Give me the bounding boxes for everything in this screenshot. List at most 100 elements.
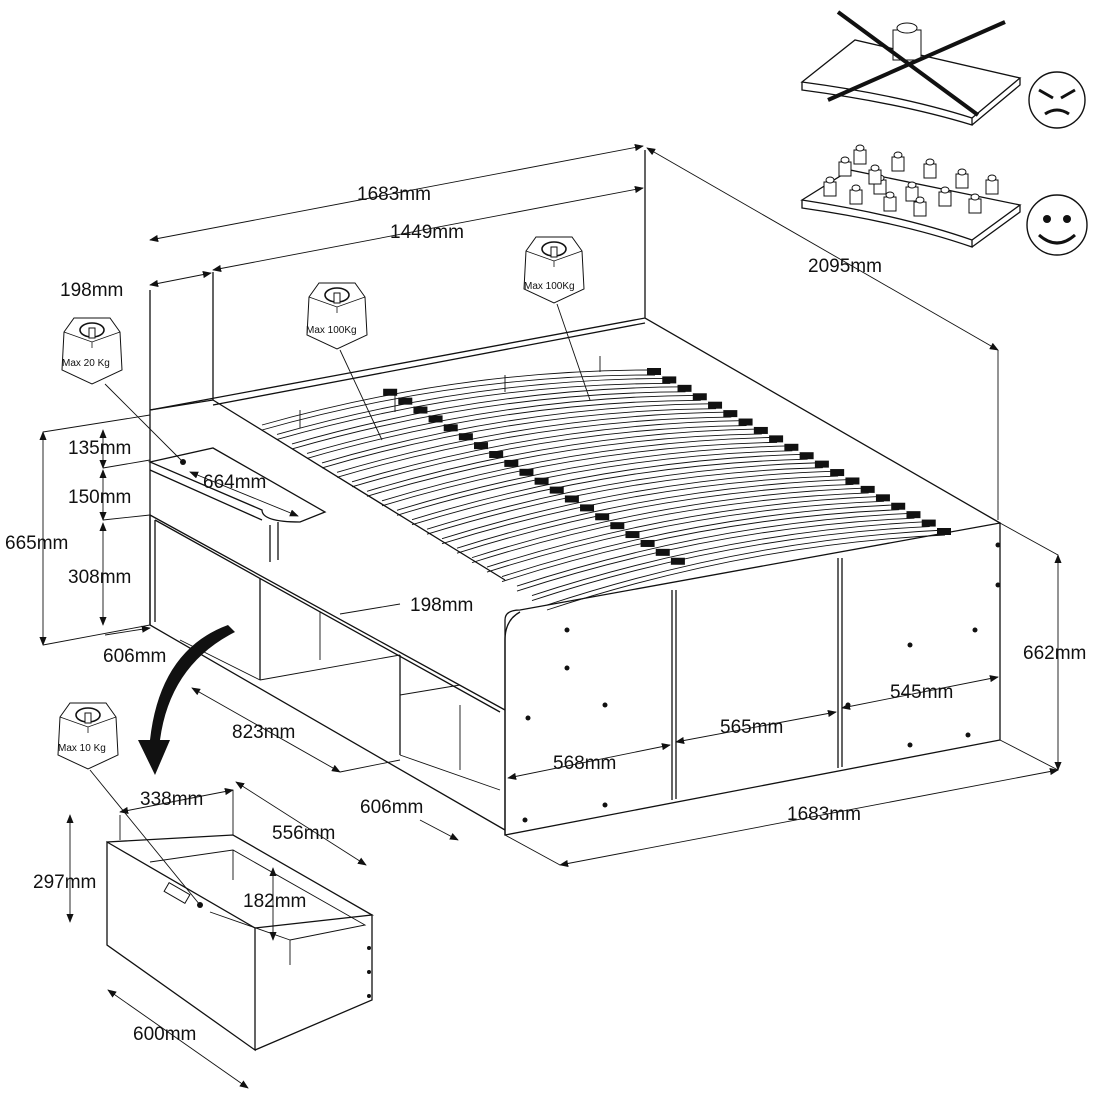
- dim-top-gap: 135mm: [68, 438, 131, 459]
- dim-drawer-inner-depth: 338mm: [140, 789, 203, 810]
- dim-door-2: 565mm: [720, 717, 783, 738]
- dimension-labels: 1683mm 1449mm 198mm 2095mm 135mm 150mm 6…: [5, 184, 1086, 1045]
- dim-door-1: 568mm: [553, 753, 616, 774]
- point-load-forbidden-icon: [800, 10, 1022, 126]
- slat-grid: [261, 368, 951, 611]
- slat: [381, 436, 778, 502]
- dim-shelf-height: 308mm: [68, 567, 131, 588]
- slat: [336, 411, 732, 473]
- slat: [276, 377, 671, 435]
- slat-holder: [580, 504, 595, 512]
- slat: [441, 475, 839, 545]
- slat: [456, 484, 854, 554]
- slat: [261, 369, 656, 426]
- slat: [411, 453, 808, 521]
- dim-total-length-bottom: 1683mm: [787, 804, 861, 825]
- bed-frame: [147, 150, 1001, 908]
- dim-drawer-inner-height: 182mm: [243, 891, 306, 912]
- slat-holder: [692, 393, 707, 401]
- slat: [351, 420, 747, 483]
- slat: [546, 534, 946, 611]
- small-weight: [891, 156, 905, 172]
- small-weight: [913, 201, 927, 217]
- slat-holder: [413, 406, 428, 414]
- slat-holder: [814, 460, 829, 468]
- load-label-drawer: Max 10 Kg: [58, 743, 106, 754]
- slat-holder: [489, 451, 504, 459]
- slat: [516, 517, 915, 592]
- slat: [336, 416, 732, 478]
- small-weight: [923, 163, 937, 179]
- small-weight: [868, 169, 882, 185]
- slat: [426, 462, 823, 530]
- dim-front-height: 662mm: [1023, 643, 1086, 664]
- slat: [366, 428, 762, 492]
- slat-holder: [708, 401, 723, 409]
- slat: [426, 467, 823, 535]
- small-weight: [968, 198, 982, 214]
- dim-shelf-depth: 198mm: [410, 595, 473, 616]
- dim-total-depth: 2095mm: [808, 256, 882, 277]
- dim-left-depth: 606mm: [103, 646, 166, 667]
- slat: [291, 391, 686, 450]
- slat-holder: [610, 522, 625, 530]
- weight-icon: [523, 236, 585, 304]
- slat-holder: [428, 415, 443, 423]
- slat-holder: [534, 477, 549, 485]
- slat: [291, 386, 686, 445]
- small-weight: [938, 191, 952, 207]
- dim-shelf-gap: 150mm: [68, 487, 131, 508]
- dim-head-width: 198mm: [60, 280, 123, 301]
- slat: [501, 509, 900, 583]
- slat: [306, 394, 701, 454]
- dim-shelf-length: 664mm: [203, 472, 266, 493]
- dim-drawer-length: 556mm: [272, 823, 335, 844]
- slat-holder: [753, 426, 768, 434]
- slat: [531, 521, 930, 596]
- drawer: [66, 781, 375, 1089]
- slat-holder: [662, 376, 677, 384]
- slat: [321, 408, 717, 469]
- slat: [501, 504, 900, 578]
- slat-holder: [595, 513, 610, 521]
- slat-holder: [443, 424, 458, 432]
- weight-icon: [306, 282, 368, 350]
- slat: [546, 529, 946, 606]
- slat: [306, 399, 701, 459]
- curved-arrow-icon: [138, 625, 235, 775]
- load-label-slats-right: Max 100Kg: [524, 281, 575, 292]
- slat-holder: [784, 443, 799, 451]
- dimension-lines: [39, 143, 1062, 868]
- slat-holder: [625, 531, 640, 539]
- angry-face-icon: [1028, 71, 1086, 129]
- slat: [381, 441, 778, 507]
- distributed-load-ok-icon: [800, 144, 1022, 248]
- dim-drawer-height: 297mm: [33, 872, 96, 893]
- dim-compartment-length: 823mm: [232, 722, 295, 743]
- small-weight: [853, 149, 867, 165]
- happy-face-icon: [1026, 194, 1088, 256]
- slat-holder: [769, 435, 784, 443]
- dim-inner-length: 1449mm: [390, 222, 464, 243]
- small-weight: [849, 189, 863, 205]
- slat: [321, 403, 717, 464]
- slat-holder: [799, 452, 814, 460]
- small-weight: [883, 196, 897, 212]
- weight-icon: [61, 317, 123, 385]
- small-weight: [985, 179, 999, 195]
- slat: [276, 382, 671, 440]
- small-weight: [955, 173, 969, 189]
- dim-total-height-left: 665mm: [5, 533, 68, 554]
- slat: [411, 458, 808, 526]
- dim-compartment-depth: 606mm: [360, 797, 423, 818]
- slat: [351, 425, 747, 488]
- slat-holder: [937, 528, 951, 535]
- slat-holder: [921, 519, 936, 527]
- slat-holder: [640, 539, 655, 547]
- dim-door-3: 545mm: [890, 682, 953, 703]
- slat: [366, 433, 762, 497]
- slat-holder: [398, 397, 413, 405]
- slat: [456, 479, 854, 549]
- slat: [441, 470, 839, 540]
- small-weight: [838, 161, 852, 177]
